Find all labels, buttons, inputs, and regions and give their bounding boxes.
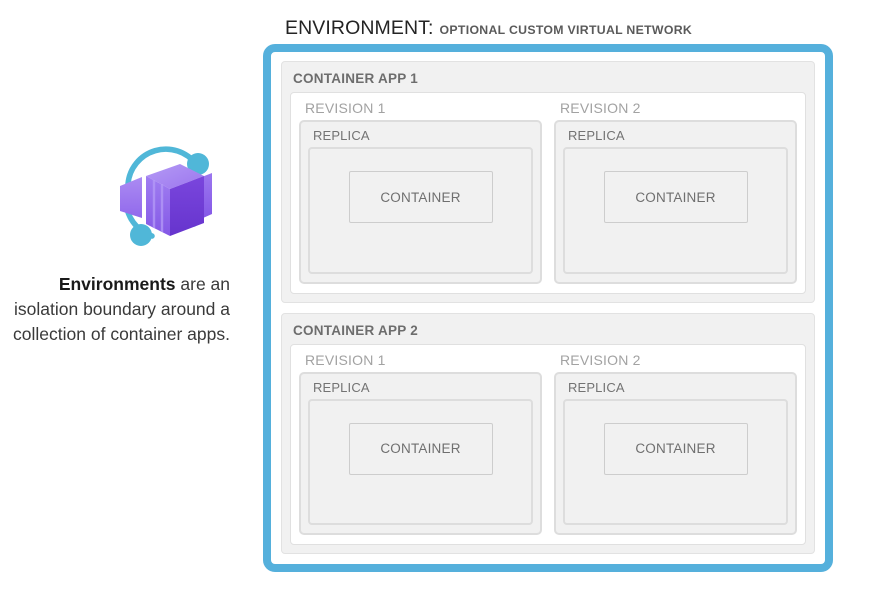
replica-box: REPLICA CONTAINER	[554, 120, 797, 284]
azure-container-apps-logo	[108, 142, 226, 258]
revision-block: REVISION 2 REPLICA CONTAINER	[554, 99, 797, 284]
revision-block: REVISION 2 REPLICA CONTAINER	[554, 351, 797, 535]
revisions-shell: REVISION 1 REPLICA CONTAINER REVISION 2 …	[290, 92, 806, 294]
environment-title: ENVIRONMENT: OPTIONAL CUSTOM VIRTUAL NET…	[285, 17, 692, 40]
container-app-panel: CONTAINER APP 1 REVISION 1 REPLICA CONTA…	[281, 61, 815, 303]
container-app-panel: CONTAINER APP 2 REVISION 1 REPLICA CONTA…	[281, 312, 815, 554]
container-app-title: CONTAINER APP 1	[293, 71, 419, 86]
environment-title-subtitle: OPTIONAL CUSTOM VIRTUAL NETWORK	[439, 23, 693, 37]
revision-title: REVISION 2	[560, 351, 641, 368]
environment-caption: Environments are an isolation boundary a…	[8, 272, 230, 347]
container-chip: CONTAINER	[348, 422, 493, 475]
revisions-shell: REVISION 1 REPLICA CONTAINER REVISION 2 …	[290, 343, 806, 545]
replica-body: CONTAINER	[563, 398, 788, 525]
replica-body: CONTAINER	[563, 147, 788, 274]
replica-title: REPLICA	[313, 379, 370, 395]
left-description-column: Environments are an isolation boundary a…	[0, 0, 248, 593]
caption-rest: are an isolation boundary around a colle…	[13, 274, 230, 344]
environment-boundary-box: CONTAINER APP 1 REVISION 1 REPLICA CONTA…	[263, 44, 833, 572]
replica-box: REPLICA CONTAINER	[299, 371, 542, 535]
revision-block: REVISION 1 REPLICA CONTAINER	[299, 351, 542, 535]
replica-title: REPLICA	[313, 128, 370, 143]
replica-title: REPLICA	[568, 379, 625, 395]
environment-title-main: ENVIRONMENT:	[285, 17, 434, 39]
replica-body: CONTAINER	[308, 398, 533, 525]
environment-inner: CONTAINER APP 1 REVISION 1 REPLICA CONTA…	[271, 52, 825, 564]
container-chip: CONTAINER	[603, 171, 748, 223]
revision-block: REVISION 1 REPLICA CONTAINER	[299, 99, 542, 284]
replica-box: REPLICA CONTAINER	[554, 371, 797, 535]
revision-title: REVISION 1	[305, 100, 386, 116]
revisions-row: REVISION 1 REPLICA CONTAINER REVISION 2 …	[299, 99, 797, 284]
revision-title: REVISION 2	[560, 100, 641, 116]
replica-body: CONTAINER	[308, 147, 533, 274]
revisions-row: REVISION 1 REPLICA CONTAINER REVISION 2 …	[299, 351, 797, 535]
revision-title: REVISION 1	[305, 351, 386, 368]
container-chip: CONTAINER	[348, 171, 493, 223]
caption-lead: Environments	[58, 274, 176, 294]
container-app-title: CONTAINER APP 2	[293, 322, 419, 338]
container-chip: CONTAINER	[603, 422, 748, 475]
replica-title: REPLICA	[568, 128, 625, 143]
replica-box: REPLICA CONTAINER	[299, 120, 542, 284]
